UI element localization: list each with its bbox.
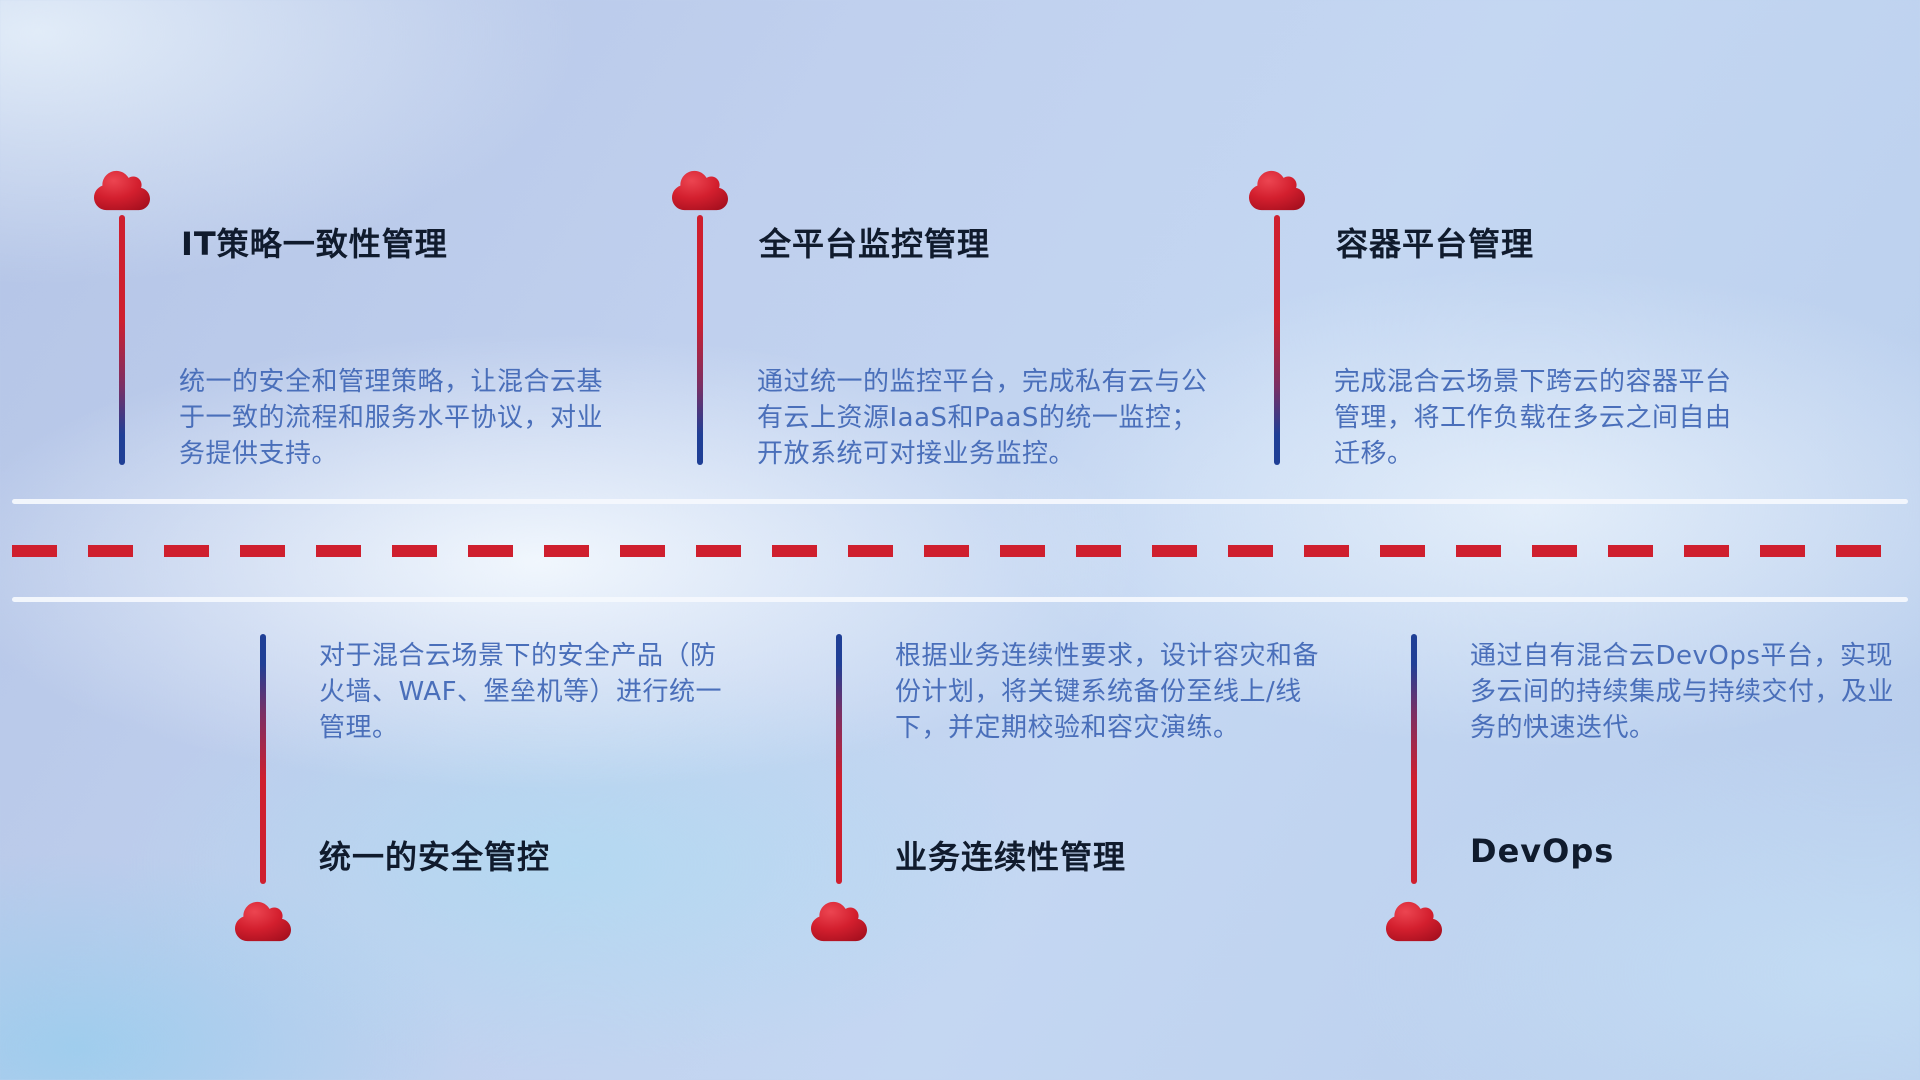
item-description: 统一的安全和管理策略，让混合云基于一致的流程和服务水平协议，对业务提供支持。	[179, 367, 604, 469]
cloud-icon	[811, 899, 867, 944]
capability-item-business-continuity: 根据业务连续性要求，设计容灾和备份计划，将关键系统备份至线上/线下，并定期校验和…	[811, 634, 1371, 964]
item-title: DevOps	[1470, 832, 1615, 870]
timeline-connector	[697, 215, 703, 465]
cloud-icon	[1249, 168, 1305, 213]
item-description: 通过自有混合云DevOps平台，实现多云间的持续集成与持续交付，及业务的快速迭代…	[1470, 641, 1895, 743]
cloud-icon	[94, 168, 150, 213]
capability-item-it-policy: IT策略一致性管理 统一的安全和管理策略，让混合云基于一致的流程和服务水平协议，…	[94, 168, 654, 498]
item-title: 全平台监控管理	[759, 225, 991, 263]
timeline-connector	[1274, 215, 1280, 465]
timeline-connector	[836, 634, 842, 884]
item-title: 业务连续性管理	[895, 838, 1127, 876]
item-description: 通过统一的监控平台，完成私有云与公有云上资源IaaS和PaaS的统一监控；开放系…	[757, 367, 1208, 469]
cloud-icon	[235, 899, 291, 944]
capability-item-monitoring: 全平台监控管理 通过统一的监控平台，完成私有云与公有云上资源IaaS和PaaS的…	[672, 168, 1232, 498]
timeline-connector	[119, 215, 125, 465]
timeline-connector	[1411, 634, 1417, 884]
item-title: 容器平台管理	[1336, 225, 1535, 263]
item-title: IT策略一致性管理	[181, 225, 448, 263]
item-description: 完成混合云场景下跨云的容器平台管理，将工作负载在多云之间自由迁移。	[1334, 367, 1732, 469]
capability-item-container-platform: 容器平台管理 完成混合云场景下跨云的容器平台管理，将工作负载在多云之间自由迁移。	[1249, 168, 1809, 498]
item-title: 统一的安全管控	[319, 838, 551, 876]
item-description: 对于混合云场景下的安全产品（防火墙、WAF、堡垒机等）进行统一管理。	[319, 641, 723, 743]
cloud-icon	[672, 168, 728, 213]
solid-divider-line-top	[12, 499, 1908, 504]
timeline-connector	[260, 634, 266, 884]
cloud-icon	[1386, 899, 1442, 944]
solid-divider-line-bottom	[12, 597, 1908, 602]
capability-item-devops: 通过自有混合云DevOps平台，实现多云间的持续集成与持续交付，及业务的快速迭代…	[1386, 634, 1920, 964]
item-description: 根据业务连续性要求，设计容灾和备份计划，将关键系统备份至线上/线下，并定期校验和…	[895, 641, 1320, 743]
capability-item-security-control: 对于混合云场景下的安全产品（防火墙、WAF、堡垒机等）进行统一管理。 统一的安全…	[235, 634, 795, 964]
dashed-divider-line	[12, 545, 1908, 557]
